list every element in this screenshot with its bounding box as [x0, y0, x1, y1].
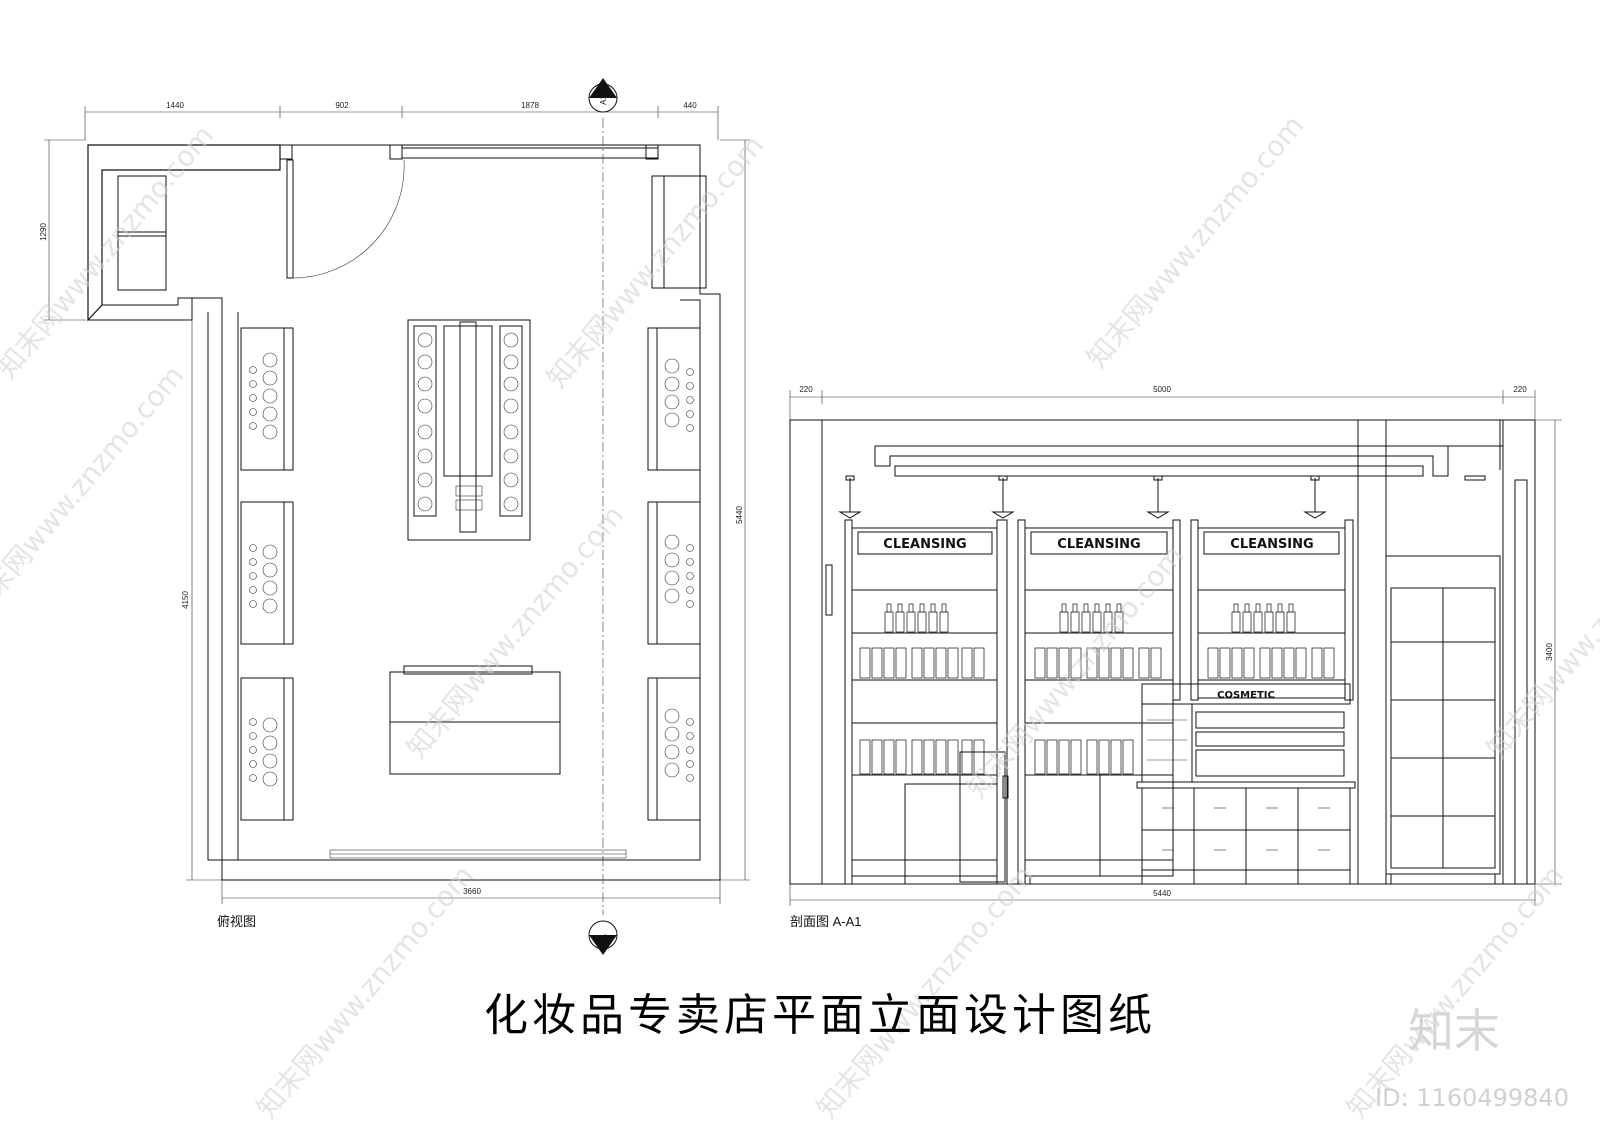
- section-lower-cabinet: [1029, 775, 1143, 885]
- floor-plan: 1440 902 1878 440 1290 4150 5440: [39, 78, 750, 955]
- watermark-logo: 知末: [1408, 1004, 1500, 1058]
- section-cosmetic-counter: COSMETIC: [1136, 683, 1356, 885]
- plan-label: 俯视图: [217, 914, 256, 929]
- plan-cashier-counter: [389, 665, 561, 775]
- drawing-title: 化妆品专卖店平面立面设计图纸: [484, 990, 1156, 1041]
- section-marker-top: A1: [588, 78, 618, 113]
- plan-right-storage: [651, 175, 707, 289]
- section-ceiling: [874, 445, 1528, 885]
- plan-dim-left-lower: 4150: [181, 591, 190, 609]
- plan-window-display-strip: [329, 849, 627, 859]
- section-dim-top-1: 220: [799, 385, 813, 394]
- shelf-sign-1: CLEANSING: [883, 537, 966, 552]
- plan-left-shelves: [240, 327, 294, 821]
- section-marker-bottom-label: A: [599, 934, 608, 940]
- section-bottles: [859, 603, 1335, 775]
- plan-right-dimensions: 5440: [720, 139, 750, 881]
- section-right-dimensions: 3400: [1536, 419, 1562, 885]
- section-dim-right: 3400: [1545, 643, 1554, 661]
- plan-left-dimensions: 1290 4150: [39, 139, 222, 881]
- counter-sign: COSMETIC: [1217, 690, 1275, 701]
- shelf-sign-3: CLEANSING: [1230, 537, 1313, 552]
- plan-shelf-unit: [240, 677, 294, 821]
- watermark-text: 知末网www.znzmo.com: [250, 859, 480, 1124]
- section-wall-switch: [825, 564, 833, 616]
- section-tall-cabinet: [1385, 555, 1501, 885]
- section-marker-top-label: A1: [599, 95, 608, 105]
- section-bottom-dimensions: 5440: [789, 884, 1536, 906]
- plan-shelf-unit: [647, 501, 701, 645]
- plan-left-storage: [117, 175, 167, 291]
- plan-shelf-unit: [647, 677, 701, 821]
- section-dim-top-2: 5000: [1153, 385, 1171, 394]
- watermark-text: 知末网www.znzmo.com: [540, 129, 770, 394]
- plan-dim-top-2: 902: [335, 101, 349, 110]
- watermark-layer: 知末网www.znzmo.com 知末网www.znzmo.com 知末网www…: [0, 109, 1600, 1124]
- plan-shelf-unit: [647, 327, 701, 471]
- plan-dim-bottom: 3660: [463, 887, 481, 896]
- section-cashier-desk: [904, 751, 1009, 885]
- plan-bottom-dimensions: 3660: [221, 880, 721, 904]
- watermark-id: ID: 1160499840: [1375, 1084, 1569, 1112]
- section-top-dimensions: 220 5000 220: [789, 385, 1536, 420]
- watermark-text: 知末网www.znzmo.com: [0, 359, 190, 624]
- watermark-text: 知末网www.znzmo.com: [1480, 499, 1600, 764]
- plan-center-island: [407, 319, 531, 541]
- plan-dim-top-3: 1878: [521, 101, 539, 110]
- section-dim-top-3: 220: [1513, 385, 1527, 394]
- plan-dim-top-1: 1440: [166, 101, 184, 110]
- plan-dim-left-upper: 1290: [39, 223, 48, 241]
- watermark-text: 知末网www.znzmo.com: [400, 499, 630, 764]
- plan-top-dimensions: 1440 902 1878 440: [84, 101, 719, 140]
- section-dim-bottom: 5440: [1153, 889, 1171, 898]
- section-elevation: 220 5000 220 3400 5440: [789, 385, 1562, 929]
- plan-walls: [87, 144, 721, 881]
- section-marker-bottom: A: [588, 920, 618, 955]
- plan-dim-top-4: 440: [683, 101, 697, 110]
- section-posts: [844, 519, 1354, 885]
- plan-door: [286, 159, 405, 279]
- plan-right-shelves: [647, 327, 701, 821]
- plan-shelf-unit: [240, 501, 294, 645]
- watermark-text: 知末网www.znzmo.com: [1080, 109, 1310, 374]
- plan-dim-right: 5440: [735, 506, 744, 524]
- plan-shelf-unit: [240, 327, 294, 471]
- shelf-sign-2: CLEANSING: [1057, 537, 1140, 552]
- section-label: 剖面图 A-A1: [790, 914, 862, 929]
- section-shelf-bay-1: CLEANSING: [851, 527, 998, 877]
- section-track-lights: [838, 475, 1327, 519]
